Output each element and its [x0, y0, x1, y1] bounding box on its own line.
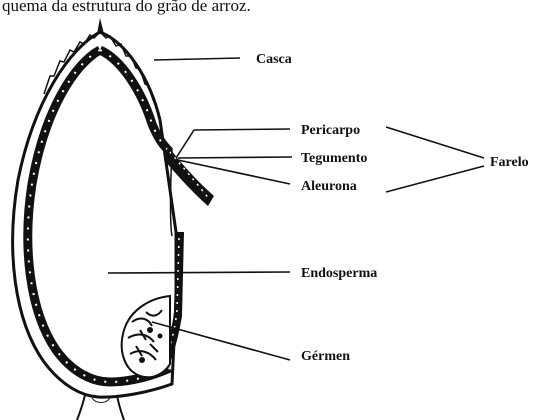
leader-casca: [154, 58, 240, 60]
leader-pericarpo: [194, 129, 290, 130]
label-endosperma: Endosperma: [301, 266, 377, 281]
bracket-lower: [386, 166, 484, 192]
bracket-upper: [386, 127, 484, 158]
label-germen: Gérmen: [301, 349, 350, 364]
leader-pericarpo-link: [176, 130, 194, 158]
grain-tip: [97, 18, 104, 34]
label-pericarpo: Pericarpo: [301, 123, 360, 138]
label-farelo: Farelo: [490, 155, 529, 170]
leader-tegumento: [178, 157, 292, 158]
label-casca: Casca: [256, 52, 292, 67]
label-tegumento: Tegumento: [301, 151, 367, 166]
label-aleurona: Aleurona: [301, 179, 357, 194]
leader-endosperma: [108, 272, 290, 273]
